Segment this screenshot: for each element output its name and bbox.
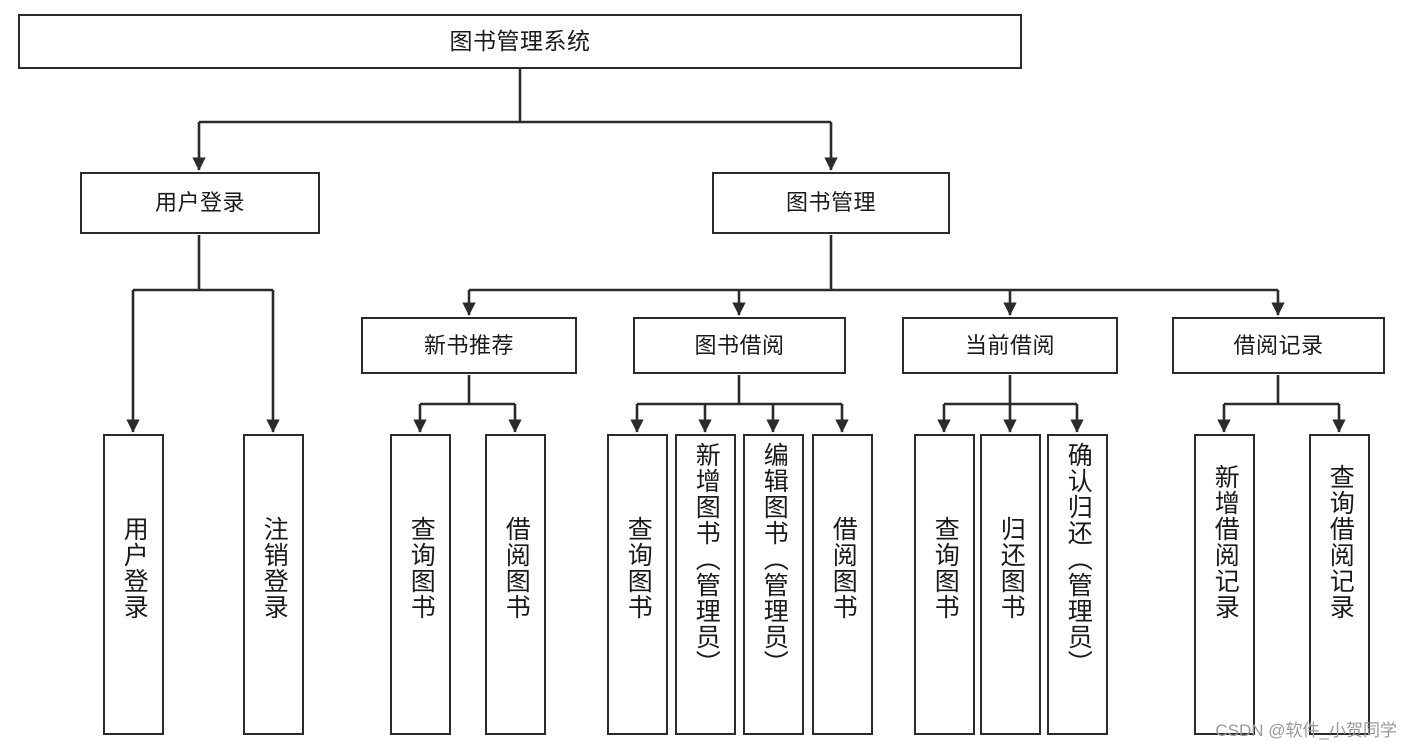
leaf-borrow-book-1[interactable]: 借阅图书 bbox=[485, 434, 546, 735]
leaf-add-book-admin[interactable]: 新增图书（管理员） bbox=[675, 434, 736, 735]
node-label: 图书借阅 bbox=[694, 332, 785, 358]
csdn-watermark: CSDN @软件_小贺同学 bbox=[1215, 721, 1397, 740]
node-label: 新书推荐 bbox=[423, 332, 514, 358]
node-label: 借阅记录 bbox=[1233, 332, 1324, 358]
leaf-add-borrow-record[interactable]: 新增借阅记录 bbox=[1194, 434, 1255, 735]
leaf-logout-login[interactable]: 注销登录 bbox=[243, 434, 304, 735]
node-label: 查询图书 bbox=[407, 516, 436, 620]
node-label: 归还图书 bbox=[997, 516, 1026, 620]
node-book-borrow[interactable]: 图书借阅 bbox=[633, 317, 846, 374]
node-label: 新增借阅记录 bbox=[1211, 464, 1240, 620]
node-current-borrow[interactable]: 当前借阅 bbox=[902, 317, 1118, 374]
node-label: 当前借阅 bbox=[964, 332, 1055, 358]
node-label: 借阅图书 bbox=[502, 516, 531, 620]
leaf-borrow-book-2[interactable]: 借阅图书 bbox=[812, 434, 873, 735]
node-label: 注销登录 bbox=[260, 516, 289, 620]
node-label: 借阅图书 bbox=[829, 516, 858, 620]
leaf-query-book-3[interactable]: 查询图书 bbox=[914, 434, 975, 735]
node-label: 查询图书 bbox=[624, 516, 653, 620]
node-label: 新增图书（管理员） bbox=[692, 442, 721, 676]
leaf-query-borrow-record[interactable]: 查询借阅记录 bbox=[1309, 434, 1370, 735]
node-label: 查询借阅记录 bbox=[1326, 464, 1355, 620]
leaf-query-book-2[interactable]: 查询图书 bbox=[607, 434, 668, 735]
node-label: 用户登录 bbox=[120, 516, 149, 620]
leaf-edit-book-admin[interactable]: 编辑图书（管理员） bbox=[743, 434, 804, 735]
leaf-user-login[interactable]: 用户登录 bbox=[103, 434, 164, 735]
node-label: 用户登录 bbox=[154, 190, 245, 216]
node-label: 确认归还（管理员） bbox=[1064, 442, 1093, 676]
node-borrow-record[interactable]: 借阅记录 bbox=[1172, 317, 1385, 374]
node-new-book-recommend[interactable]: 新书推荐 bbox=[361, 317, 577, 374]
leaf-return-book[interactable]: 归还图书 bbox=[980, 434, 1041, 735]
node-label: 查询图书 bbox=[931, 516, 960, 620]
node-label: 编辑图书（管理员） bbox=[760, 442, 789, 676]
leaf-confirm-return-admin[interactable]: 确认归还（管理员） bbox=[1047, 434, 1108, 735]
node-label: 图书管理 bbox=[785, 190, 876, 216]
node-book-management-system[interactable]: 图书管理系统 bbox=[18, 14, 1022, 69]
node-book-manage[interactable]: 图书管理 bbox=[712, 172, 950, 234]
node-user-login[interactable]: 用户登录 bbox=[80, 172, 320, 234]
node-label: 图书管理系统 bbox=[449, 27, 591, 54]
leaf-query-book-1[interactable]: 查询图书 bbox=[390, 434, 451, 735]
